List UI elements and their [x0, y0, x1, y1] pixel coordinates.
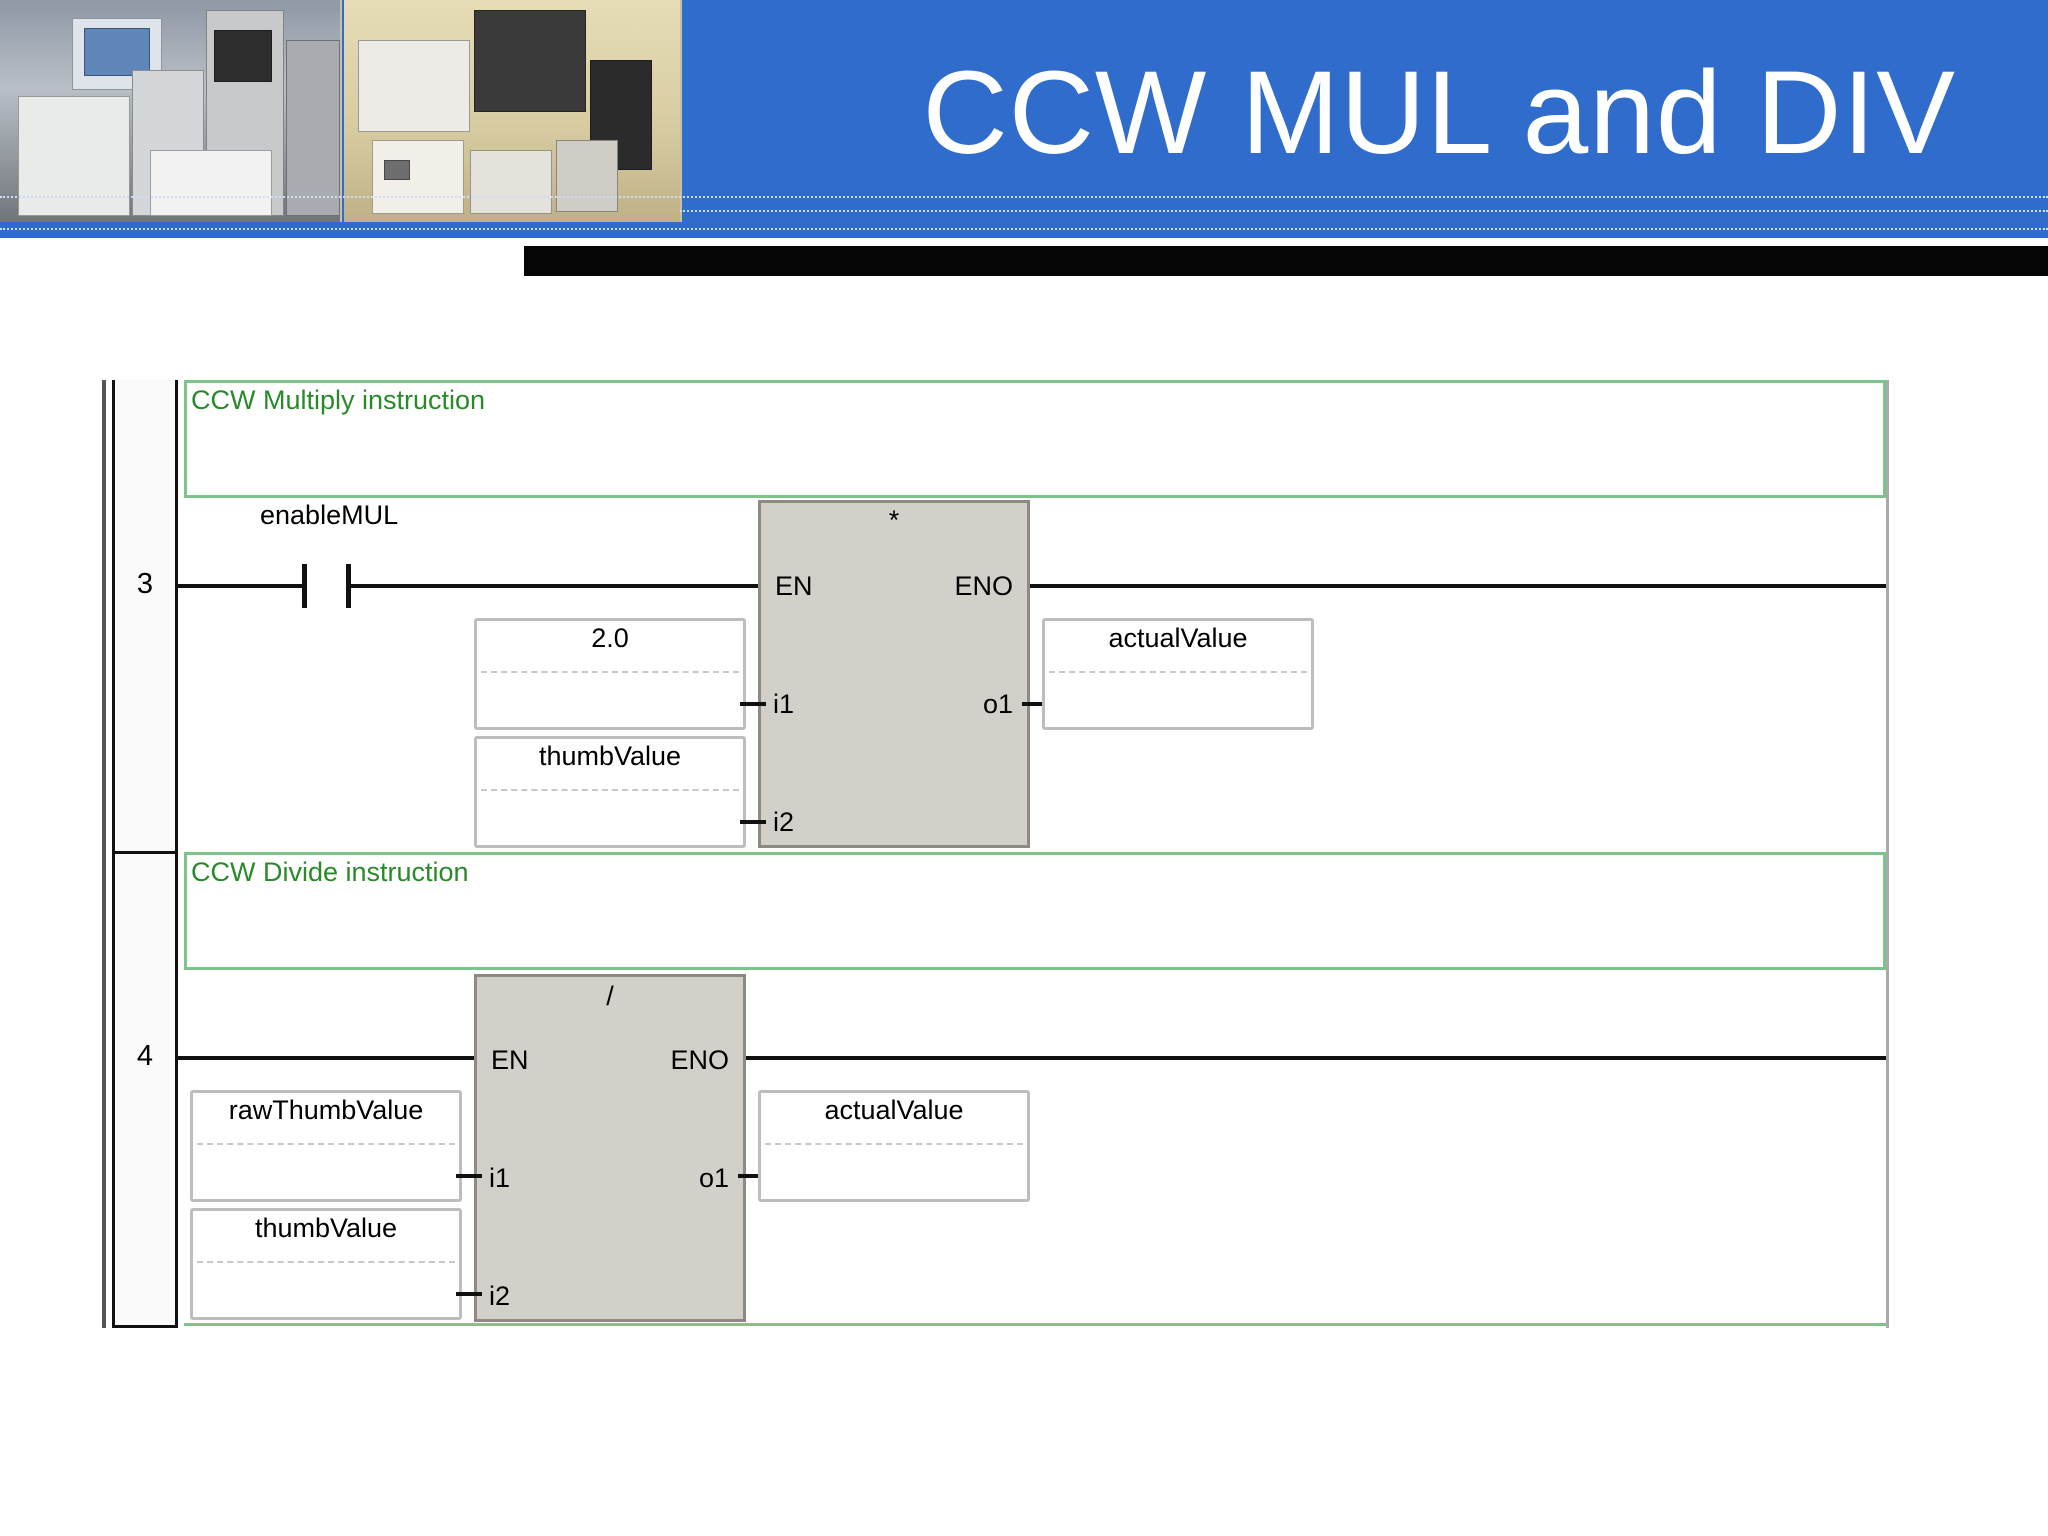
div-function-block[interactable]: / EN ENO i1 o1 i2: [474, 974, 746, 1322]
rung-number-column: [112, 380, 178, 1328]
rung-comment-text: CCW Multiply instruction: [191, 385, 486, 415]
pin-connector: [456, 1292, 482, 1296]
rung-wire: [178, 1056, 478, 1060]
header-left-strip: [0, 238, 524, 256]
output-variable-box[interactable]: actualValue: [758, 1090, 1030, 1202]
plc-hardware-photo-left: [0, 0, 342, 222]
header-black-bar: [524, 246, 2048, 276]
pin-eno: ENO: [954, 571, 1013, 601]
variable-name: 2.0: [591, 623, 629, 653]
input-variable-box[interactable]: thumbValue: [474, 736, 746, 848]
variable-name: actualValue: [1108, 623, 1248, 653]
variable-divider: [1049, 671, 1307, 673]
variable-name: thumbValue: [538, 741, 682, 771]
rung-wire: [1030, 584, 1886, 588]
bottom-boundary: [184, 1323, 1886, 1326]
pin-i1: i1: [773, 689, 795, 719]
normally-open-contact-icon[interactable]: [346, 564, 351, 608]
pin-connector: [740, 702, 766, 706]
header-dotted-line: [680, 210, 2048, 212]
pin-connector: [740, 820, 766, 824]
header-dotted-line: [0, 228, 2048, 230]
header-dotted-line: [0, 196, 2048, 198]
block-operator: *: [888, 505, 900, 535]
contact-label: enableMUL: [260, 500, 399, 530]
variable-name: rawThumbValue: [228, 1095, 424, 1125]
pin-eno: ENO: [670, 1045, 729, 1075]
pin-connector: [1022, 702, 1048, 706]
variable-divider: [765, 1143, 1023, 1145]
input-variable-box[interactable]: thumbValue: [190, 1208, 462, 1320]
mul-function-block[interactable]: * EN ENO i1 o1 i2: [758, 500, 1030, 848]
input-variable-box[interactable]: 2.0: [474, 618, 746, 730]
pin-o1: o1: [698, 1163, 729, 1193]
rung-comment[interactable]: CCW Multiply instruction: [184, 380, 1886, 498]
variable-divider: [197, 1261, 455, 1263]
rung-wire: [178, 584, 304, 588]
pin-connector: [456, 1174, 482, 1178]
pin-en: EN: [775, 571, 813, 601]
rung-wire: [350, 584, 762, 588]
variable-divider: [481, 789, 739, 791]
slide-header: CCW MUL and DIV: [0, 0, 2048, 238]
pin-o1: o1: [982, 689, 1013, 719]
rung-comment-text: CCW Divide instruction: [191, 857, 469, 887]
output-variable-box[interactable]: actualValue: [1042, 618, 1314, 730]
block-operator: /: [606, 981, 614, 1011]
variable-divider: [481, 671, 739, 673]
rung-separator: [112, 1325, 178, 1328]
pin-i2: i2: [773, 807, 795, 837]
rung-number: 4: [136, 1040, 154, 1072]
variable-name: thumbValue: [254, 1213, 398, 1243]
variable-divider: [197, 1143, 455, 1145]
variable-name: actualValue: [824, 1095, 964, 1125]
pin-en: EN: [491, 1045, 529, 1075]
rung-comment[interactable]: CCW Divide instruction: [184, 852, 1886, 970]
rung-number: 3: [136, 568, 154, 600]
normally-open-contact-icon[interactable]: [302, 564, 307, 608]
left-power-rail: [102, 380, 106, 1328]
pin-connector: [738, 1174, 764, 1178]
pin-i2: i2: [489, 1281, 511, 1311]
right-boundary: [1886, 380, 1889, 1328]
pin-i1: i1: [489, 1163, 511, 1193]
plc-hardware-photo-right: [344, 0, 682, 222]
slide-title: CCW MUL and DIV: [922, 47, 1956, 179]
rung-separator: [112, 851, 178, 854]
rung-wire: [746, 1056, 1886, 1060]
input-variable-box[interactable]: rawThumbValue: [190, 1090, 462, 1202]
